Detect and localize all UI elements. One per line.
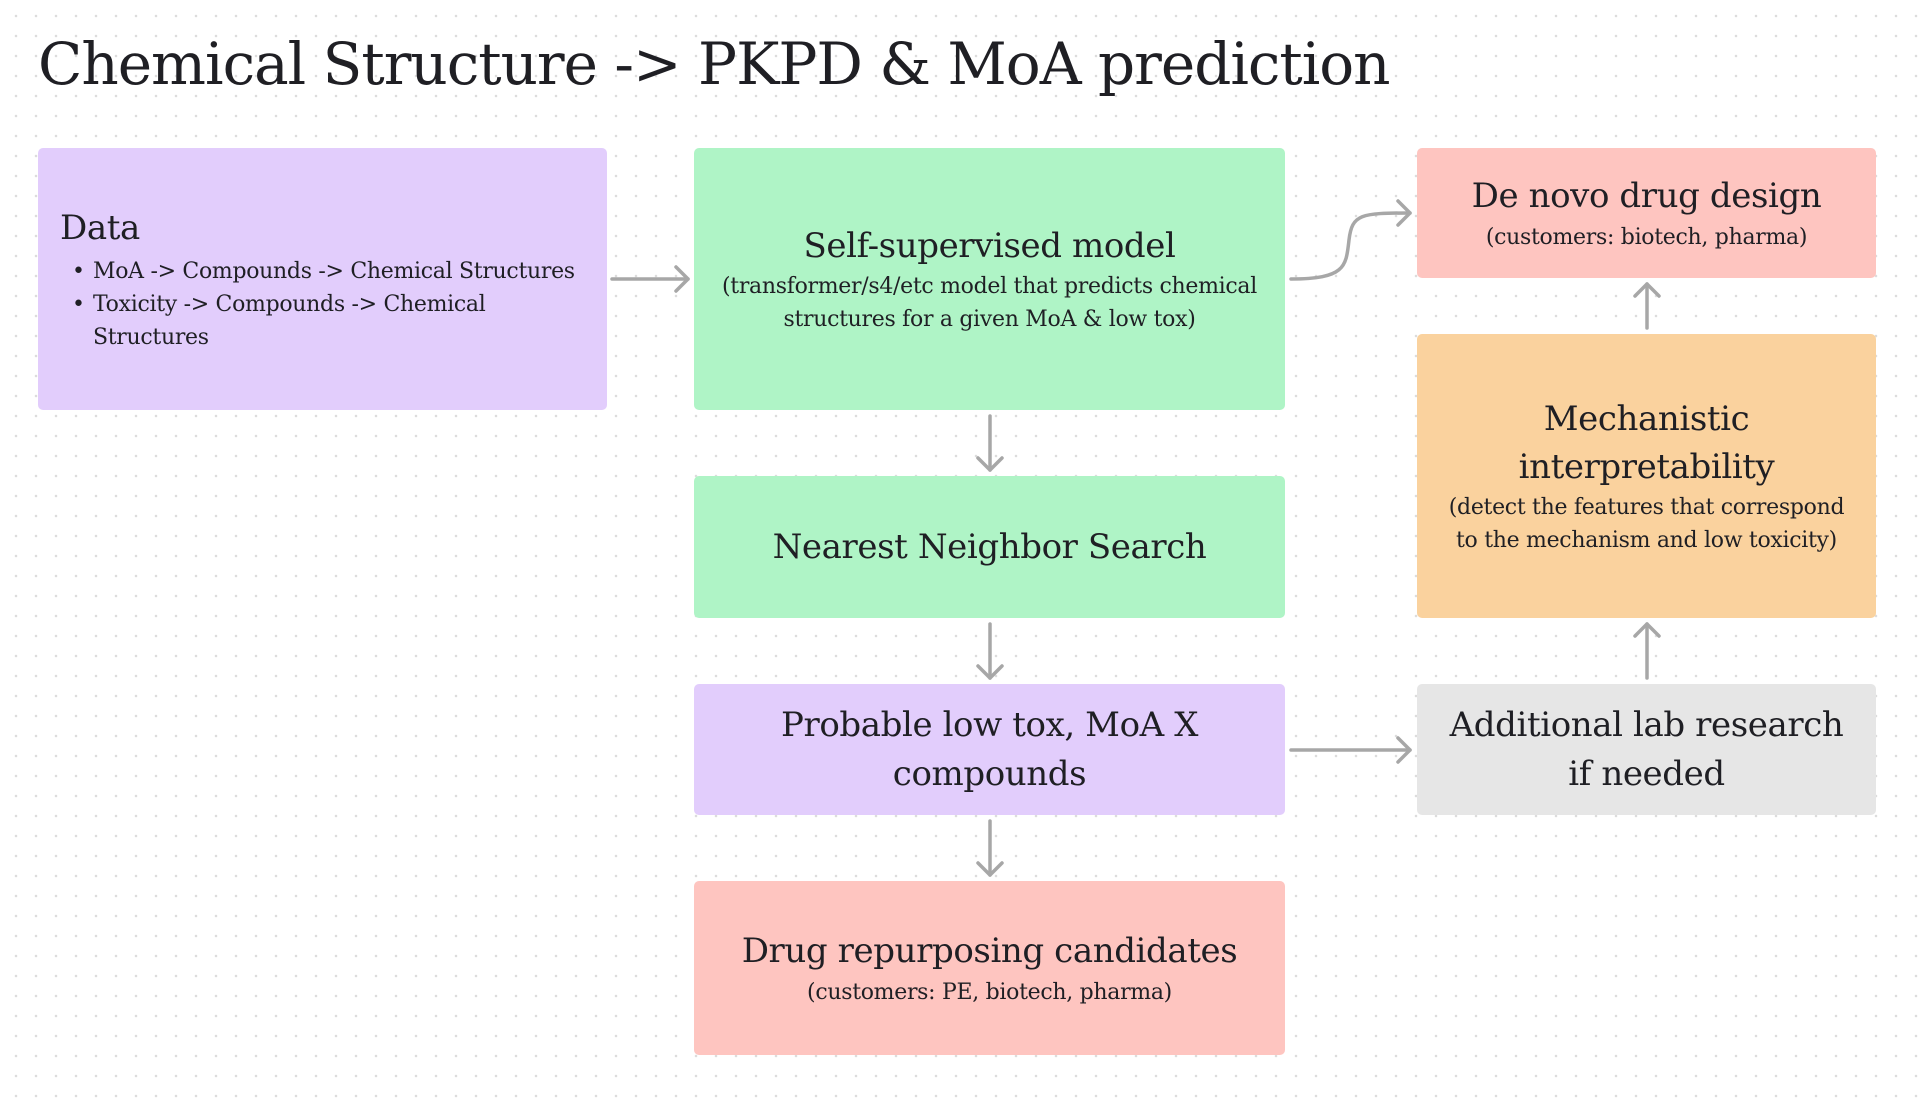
- nearest-neighbor-search-box[interactable]: Nearest Neighbor Search: [694, 476, 1285, 618]
- data-box[interactable]: Data MoA -> Compounds -> Chemical Struct…: [38, 148, 607, 410]
- mechanistic-interpretability-box[interactable]: Mechanistic interpretability (detect the…: [1417, 334, 1876, 618]
- arrow-head-icon: [976, 664, 1004, 680]
- mechanistic-interpretability-subtext: (detect the features that correspond to …: [1448, 495, 1845, 554]
- drug-repurposing-heading: Drug repurposing candidates: [741, 931, 1238, 972]
- de-novo-drug-design-box[interactable]: De novo drug design (customers: biotech,…: [1417, 148, 1876, 278]
- arrow-head-icon: [1633, 282, 1661, 298]
- mechanistic-interpretability-heading: Mechanistic interpretability: [1518, 398, 1775, 487]
- self-supervised-model-subtext: (transformer/s4/etc model that predicts …: [722, 274, 1257, 333]
- data-list-item: MoA -> Compounds -> Chemical Structures: [60, 255, 575, 288]
- self-supervised-model-box[interactable]: Self-supervised model (transformer/s4/et…: [694, 148, 1285, 410]
- arrow-head-icon: [1633, 622, 1661, 638]
- nearest-neighbor-search-heading: Nearest Neighbor Search: [772, 526, 1207, 567]
- arrow-head-icon: [976, 456, 1004, 472]
- additional-lab-research-box[interactable]: Additional lab research if needed: [1417, 684, 1876, 815]
- arrow-head-icon: [1396, 199, 1412, 227]
- arrow-head-icon: [976, 861, 1004, 877]
- de-novo-drug-design-heading: De novo drug design: [1471, 176, 1822, 217]
- data-list: MoA -> Compounds -> Chemical Structures …: [60, 255, 575, 354]
- diagram-title: Chemical Structure -> PKPD & MoA predict…: [38, 30, 1391, 98]
- arrow-model-to-denovo: [1289, 211, 1412, 281]
- data-list-item: Toxicity -> Compounds -> Chemical Struct…: [60, 288, 493, 354]
- drug-repurposing-box[interactable]: Drug repurposing candidates (customers: …: [694, 881, 1285, 1055]
- de-novo-drug-design-subtext: (customers: biotech, pharma): [1485, 224, 1808, 250]
- additional-lab-research-heading: Additional lab research if needed: [1449, 705, 1844, 794]
- self-supervised-model-heading: Self-supervised model: [803, 225, 1176, 266]
- probable-compounds-box[interactable]: Probable low tox, MoA X compounds: [694, 684, 1285, 815]
- arrow-head-icon: [674, 265, 690, 293]
- probable-compounds-heading: Probable low tox, MoA X compounds: [780, 705, 1199, 794]
- data-box-heading: Data: [60, 208, 140, 249]
- arrow-head-icon: [1396, 736, 1412, 764]
- drug-repurposing-subtext: (customers: PE, biotech, pharma): [807, 979, 1172, 1005]
